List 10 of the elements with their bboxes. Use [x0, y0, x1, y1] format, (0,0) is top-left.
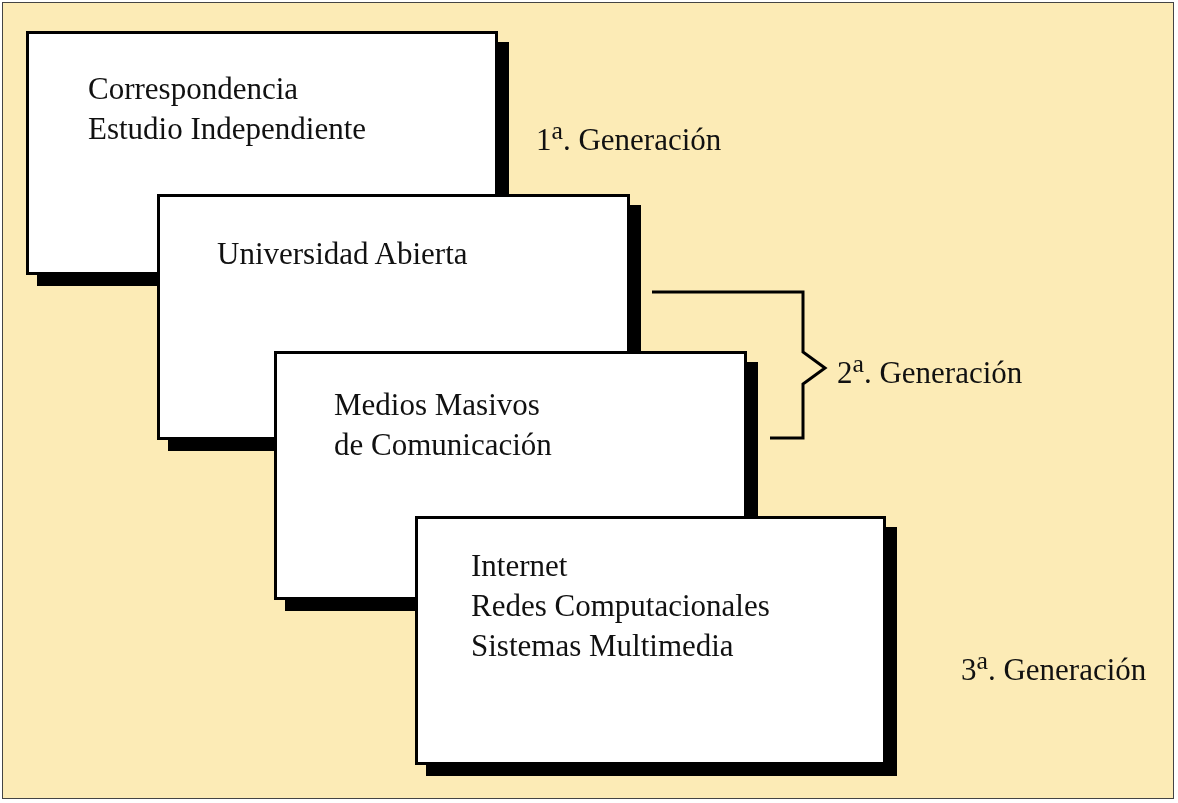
generation-label: 2$^{a}$. Generación	[837, 349, 1023, 392]
card-text: Internet	[471, 547, 568, 585]
card-text: Correspondencia	[88, 70, 299, 108]
card-text: Estudio Independiente	[88, 110, 367, 148]
card-text: Medios Masivos de Comunicación	[334, 386, 553, 464]
generation-label: 3$^{a}$. Generación	[961, 646, 1147, 689]
generation-label: 1$^{a}$. Generación	[536, 116, 722, 159]
card-text: Sistemas Multimedia	[471, 627, 734, 665]
card-text: Redes Computacionales	[471, 587, 770, 625]
card-text: Universidad Abierta	[217, 235, 468, 273]
